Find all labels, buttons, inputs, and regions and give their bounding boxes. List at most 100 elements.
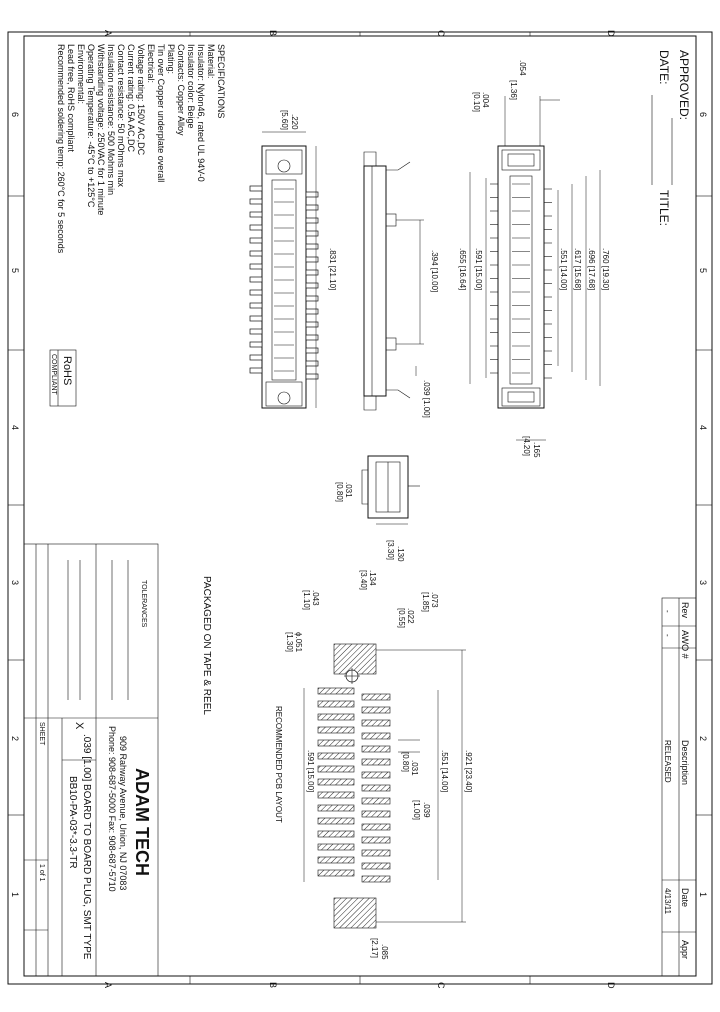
svg-text:[1.85]: [1.85] — [421, 592, 430, 612]
pcb-pad — [317, 713, 355, 721]
specs-heading: SPECIFICATIONS — [216, 44, 226, 118]
svg-text:Contact resistance: 50 mOhms m: Contact resistance: 50 mOhms max — [116, 44, 126, 188]
rohs-compliant-text: COMPLIANT — [50, 354, 57, 396]
rohs-mark: RoHS COMPLIANT — [49, 349, 77, 407]
solder-tail — [305, 256, 319, 263]
svg-text:1: 1 — [10, 892, 20, 897]
pcb-pad — [317, 739, 355, 747]
svg-text:Material:: Material: — [206, 44, 216, 79]
svg-text:Current rating: 0.5A AC,DC: Current rating: 0.5A AC,DC — [126, 44, 136, 153]
side-view-dimensions: .394 [10.00] .039 [1.00] — [396, 219, 439, 418]
pcb-pad — [361, 836, 391, 844]
solder-tail — [249, 367, 263, 374]
pcb-pad — [317, 778, 355, 786]
part-description: .039 [1.00] BOARD TO BOARD PLUG, SMT TYP… — [81, 734, 92, 960]
date-label: DATE: — [657, 50, 671, 84]
zone-numbers-right: 6 5 4 3 2 1 — [698, 112, 708, 897]
svg-text:.165: .165 — [532, 442, 541, 458]
pcb-pad — [317, 726, 355, 734]
solder-tail — [305, 282, 319, 289]
svg-text:[1.30]: [1.30] — [285, 632, 294, 652]
svg-text:4: 4 — [698, 425, 708, 430]
svg-text:Voltage rating: 150V AC,DC: Voltage rating: 150V AC,DC — [136, 44, 146, 156]
solder-tail — [305, 269, 319, 276]
svg-text:.054: .054 — [518, 60, 527, 76]
pcb-layout-title: RECOMMENDED PCB LAYOUT — [274, 706, 283, 823]
svg-text:[1.10]: [1.10] — [302, 590, 311, 610]
svg-text:.085: .085 — [380, 944, 389, 960]
bottom-view-dimensions: .220 [5.60] .831 [21.10] — [262, 110, 337, 408]
awo-header: AWO # — [680, 630, 690, 659]
svg-text:Plating:: Plating: — [166, 44, 176, 74]
svg-text:3: 3 — [10, 580, 20, 585]
end-view-dimensions: .031 [0.80] .130 [3.30] — [335, 482, 408, 562]
pcb-pads — [317, 687, 391, 883]
pcb-pad — [361, 862, 391, 870]
svg-text:Tin over Copper underplate ove: Tin over Copper underplate overall — [156, 44, 166, 182]
bottom-view-pins — [249, 185, 319, 380]
svg-text:2: 2 — [698, 736, 708, 741]
zone-letter: C — [436, 30, 446, 37]
solder-tail — [249, 302, 263, 309]
sheet-label: SHEET — [38, 722, 45, 746]
company-name: ADAM TECH — [132, 768, 152, 876]
pcb-pad — [361, 732, 391, 740]
pcb-pad — [361, 823, 391, 831]
size-value: X — [73, 722, 85, 730]
svg-text:.134: .134 — [368, 570, 377, 586]
pcb-pad — [317, 700, 355, 708]
zone-ticks — [8, 32, 712, 984]
svg-text:.591 [15.00]: .591 [15.00] — [306, 750, 315, 792]
tolerance-block: TOLERANCES — [67, 560, 147, 700]
svg-text:[2.17]: [2.17] — [370, 938, 379, 958]
pcb-pad — [361, 758, 391, 766]
svg-text:.073: .073 — [430, 592, 439, 608]
date-header: Date — [680, 888, 690, 907]
solder-tail — [249, 198, 263, 205]
pcb-pad — [361, 810, 391, 818]
pcb-pad — [361, 745, 391, 753]
solder-tail — [249, 354, 263, 361]
pcb-layout — [317, 643, 391, 929]
zone-letter: A — [103, 982, 113, 988]
svg-text:3: 3 — [698, 580, 708, 585]
svg-text:5: 5 — [10, 268, 20, 273]
title-label: TITLE: — [657, 190, 671, 226]
solder-tail — [305, 321, 319, 328]
svg-text:.043: .043 — [311, 590, 320, 606]
pcb-pad — [361, 706, 391, 714]
pcb-pad — [317, 856, 355, 864]
svg-text:ϕ.051: ϕ.051 — [294, 632, 303, 653]
pcb-pad — [317, 687, 355, 695]
svg-text:Operating Temperature: -45°C t: Operating Temperature: -45°C to +125°C — [86, 44, 96, 208]
svg-text:Insulator: Nylon46, rated UL 9: Insulator: Nylon46, rated UL 94V-0 — [196, 44, 206, 182]
solder-tail — [305, 230, 319, 237]
svg-text:.394 [10.00]: .394 [10.00] — [430, 250, 439, 292]
top-view-pins — [490, 183, 552, 379]
zone-letter: B — [268, 982, 278, 988]
solder-tail — [305, 295, 319, 302]
pcb-pad — [361, 771, 391, 779]
solder-tail — [305, 191, 319, 198]
solder-tail — [249, 276, 263, 283]
appr-header: Appr — [680, 940, 690, 959]
mounting-pad-bottom — [333, 897, 377, 929]
solder-tail — [249, 185, 263, 192]
solder-tail — [249, 237, 263, 244]
solder-tail — [249, 250, 263, 257]
solder-tail — [249, 263, 263, 270]
zone-letters-bottom: D C B A — [103, 982, 616, 989]
svg-text:Recommended soldering temp: 26: Recommended soldering temp: 260°C for 5 … — [56, 44, 66, 254]
svg-text:[0.10]: [0.10] — [472, 92, 481, 112]
svg-text:.655 [16.64]: .655 [16.64] — [458, 248, 467, 290]
zone-letter: D — [606, 982, 616, 989]
svg-text:Insulator color: Beige: Insulator color: Beige — [186, 44, 196, 129]
svg-text:[1.00]: [1.00] — [412, 800, 421, 820]
pcb-pad — [361, 693, 391, 701]
title-block: ADAM TECH 909 Rahway Avenue, Union, NJ 0… — [23, 543, 159, 977]
pcb-pad — [317, 752, 355, 760]
rev-header: Rev — [680, 602, 690, 619]
svg-text:.551 [14.00]: .551 [14.00] — [559, 248, 568, 290]
svg-text:[0.80]: [0.80] — [401, 752, 410, 772]
approval-header: APPROVED: DATE: TITLE: — [651, 50, 691, 226]
